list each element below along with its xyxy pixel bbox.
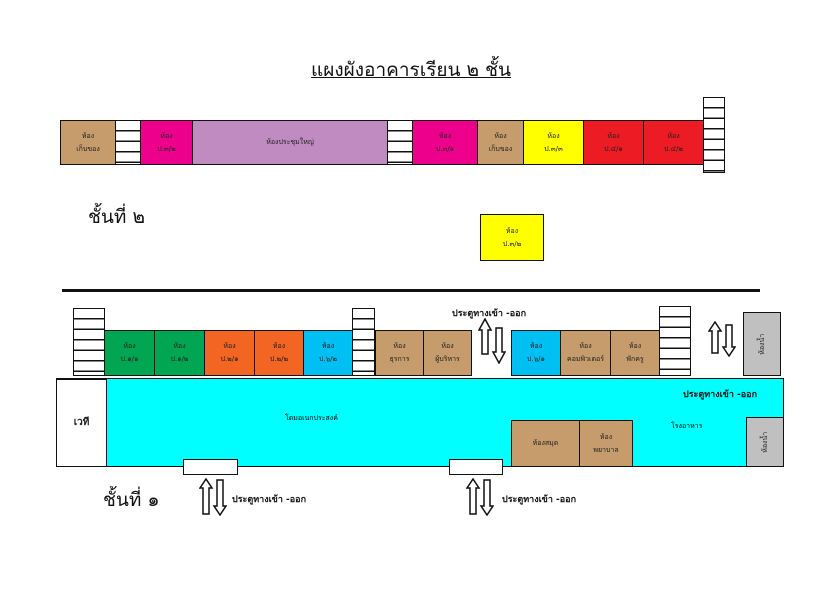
entrance-label: ประตูทางเข้า -ออก [502, 495, 577, 505]
director-office: ห้องผู้บริหาร [423, 330, 472, 376]
up-down-arrow-icon [466, 478, 494, 516]
room-label: ห้องน้ำ [760, 431, 769, 453]
storage-room: ห้องเก็บของ [60, 120, 116, 165]
stairs [73, 308, 105, 376]
classroom: ห้องป.๑/๑ [104, 330, 155, 376]
dome-label: โดมอเนกประสงค์ [285, 414, 338, 422]
classroom: ห้องป.๓/๒ [140, 120, 193, 165]
classroom: ห้องป.๓/๑ [412, 120, 478, 165]
computer-room: ห้องคอมพิวเตอร์ [560, 330, 611, 376]
room-label: ห้องสมุด [532, 439, 559, 448]
room-label: ห้อง [160, 131, 173, 140]
stairs [387, 120, 413, 165]
classroom: ห้องป.๔/๑ [583, 120, 644, 165]
room-label: ห้อง [441, 342, 454, 351]
canteen-label: โรงอาหาร [671, 422, 703, 430]
room-label: ป.๒/๑ [220, 355, 239, 363]
room-label: ป.๑/๑ [120, 355, 139, 363]
room-label: ห้อง [393, 342, 406, 351]
entrance-label: ประตูทางเข้า -ออก [232, 495, 307, 505]
room-label: เก็บของ [76, 144, 100, 153]
up-down-arrow-icon [199, 478, 227, 516]
room-label: ห้อง [438, 131, 452, 140]
room-label: ห้อง [547, 131, 560, 140]
up-down-arrow-icon [478, 318, 506, 364]
room-label: ห้องประชุมใหญ่ [266, 138, 314, 147]
room-label: ห้อง [173, 342, 186, 351]
room-label: คอมพิวเตอร์ [567, 355, 604, 363]
room-label: ป.๔/๒ [664, 144, 683, 153]
restroom: ห้องน้ำ [743, 312, 781, 376]
room-label: ห้อง [529, 342, 543, 351]
stairs [659, 306, 691, 376]
stage-label: เวที [73, 417, 90, 428]
room-label: ป.๓/๑ [435, 144, 455, 153]
classroom: ห้องป.๑/๒ [154, 330, 205, 376]
meeting-hall: ห้องประชุมใหญ่ [192, 120, 388, 165]
entrance-label: ประตูทางเข้า -ออก [683, 390, 758, 400]
room-label: ห้อง [599, 432, 613, 441]
entrance-label: ประตูทางเข้า -ออก [452, 309, 527, 319]
infirmary: ห้องพยาบาล [579, 420, 633, 467]
room-label: ป.๒/๒ [269, 355, 289, 363]
stairs [352, 308, 375, 376]
room-label: ผู้บริหาร [435, 355, 460, 363]
room-label: ห้อง [494, 131, 507, 140]
plan-title: แผงผังอาคารเรียน ๒ ชั้น [310, 59, 512, 81]
room-label: ป.๔/๑ [604, 144, 623, 153]
room-label: ห้อง [667, 131, 680, 140]
room-label: ห้อง [579, 342, 592, 351]
storage-room: ห้องเก็บของ [477, 120, 524, 165]
room-label: ป.๓/๒ [157, 144, 176, 153]
room-label: ป.๖/๑ [527, 355, 545, 363]
admin-office: ห้องธุรการ [375, 330, 424, 376]
floor-divider [62, 289, 760, 292]
classroom: ห้องป.๔/๒ [643, 120, 704, 165]
stage: เวที [56, 379, 107, 467]
door [449, 459, 503, 475]
classroom: ห้องป.๖/๑ [511, 330, 561, 376]
room-label: ป.๖/๒ [318, 355, 338, 363]
room-label: ห้อง [123, 342, 136, 351]
stairs [115, 120, 141, 165]
room-label: ห้อง [223, 342, 236, 351]
room-label: ห้องน้ำ [757, 333, 766, 355]
room-label: ห้อง [321, 342, 335, 351]
room-label: ห้อง [272, 342, 286, 351]
classroom: ห้องป.๓/๒ [480, 214, 544, 261]
teacher-room: ห้องพักครู [610, 330, 660, 376]
room-label: เก็บของ [488, 144, 513, 153]
room-label: ธุรการ [389, 355, 410, 363]
multipurpose-dome [56, 378, 784, 467]
room-label: ป.๑/๒ [170, 355, 189, 363]
classroom: ห้องป.๒/๑ [204, 330, 255, 376]
room-label: ห้อง [628, 342, 642, 351]
classroom: ห้องป.๒/๒ [254, 330, 304, 376]
restroom: ห้องน้ำ [746, 417, 784, 467]
room-label: ห้อง [505, 226, 519, 235]
room-label: พักครู [626, 355, 644, 363]
room-label: ป.๓/๒ [502, 239, 522, 248]
room-label: พยาบาล [593, 445, 619, 454]
floor-2-label: ชั้นที่ ๒ [88, 206, 145, 228]
stairs [703, 97, 725, 173]
classroom: ห้องป.๖/๒ [303, 330, 353, 376]
library: ห้องสมุด [511, 420, 580, 467]
room-label: ห้อง [81, 131, 95, 140]
door [183, 459, 238, 475]
room-label: ป.๓/๓ [544, 144, 563, 153]
up-down-arrow-icon [708, 321, 736, 357]
floor-1-label: ชั้นที่ ๑ [103, 489, 160, 511]
classroom: ห้องป.๓/๓ [523, 120, 584, 165]
room-label: ห้อง [607, 131, 620, 140]
